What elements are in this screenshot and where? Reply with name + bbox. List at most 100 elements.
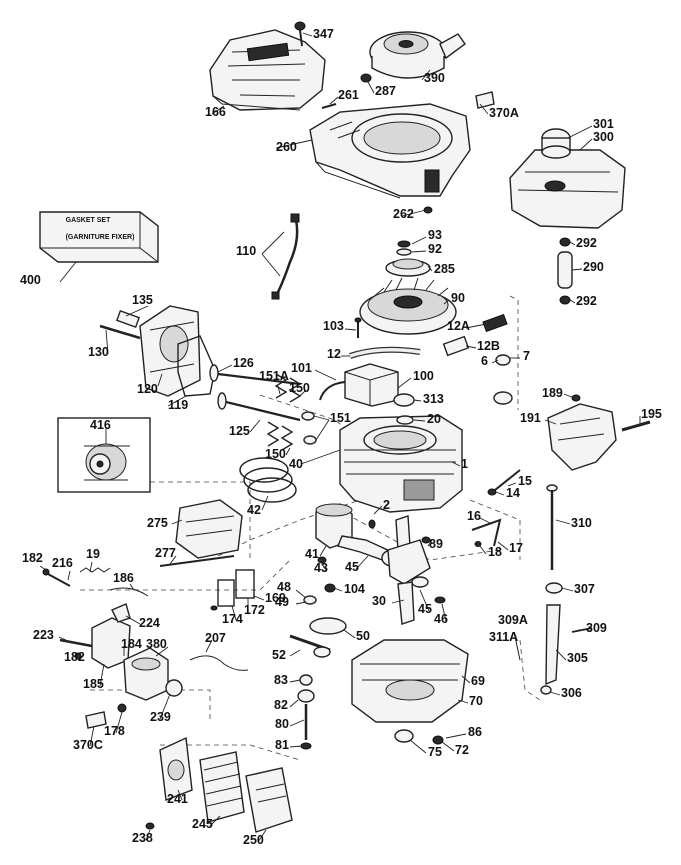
- callout-306: 306: [561, 686, 582, 700]
- callout-72: 72: [455, 743, 469, 757]
- callout-370A: 370A: [489, 106, 519, 120]
- gaskets: [210, 569, 255, 611]
- air-cleaner: [159, 736, 293, 833]
- callout-245: 245: [192, 817, 213, 831]
- callout-290: 290: [583, 260, 604, 274]
- callout-300: 300: [593, 130, 614, 144]
- callout-186: 186: [113, 571, 134, 585]
- crankshaft: [387, 515, 446, 625]
- callout-370C: 370C: [73, 738, 103, 752]
- callout-110: 110: [236, 244, 256, 258]
- hardware: [42, 21, 593, 830]
- callout-126: 126: [233, 356, 254, 370]
- callout-75: 75: [428, 745, 442, 759]
- ignition-wire: [271, 213, 300, 300]
- leader-lines: [39, 32, 641, 843]
- callout-48: 48: [277, 580, 291, 594]
- callout-41: 41: [305, 547, 319, 561]
- callout-45: 45: [418, 602, 432, 616]
- callout-277: 277: [155, 546, 176, 560]
- gasket-set-label: GASKET SET: [66, 217, 111, 224]
- callout-81: 81: [275, 738, 289, 752]
- callout-166: 166: [205, 105, 226, 119]
- callout-49: 49: [275, 595, 289, 609]
- callout-390: 390: [424, 71, 445, 85]
- callout-100: 100: [413, 369, 434, 383]
- gasket-set-box: GASKET SET (GARNITURE FIXER): [39, 211, 159, 263]
- piston-assembly: [239, 457, 403, 567]
- callout-15: 15: [518, 474, 532, 488]
- callout-14: 14: [506, 486, 520, 500]
- callout-241: 241: [167, 792, 188, 806]
- callout-178: 178: [104, 724, 125, 738]
- callout-185: 185: [83, 677, 104, 691]
- callout-16: 16: [467, 509, 481, 523]
- callout-151: 151: [330, 411, 351, 425]
- callout-83: 83: [274, 673, 288, 687]
- muffler: [159, 499, 243, 567]
- callout-287: 287: [375, 84, 396, 98]
- callout-30: 30: [372, 594, 386, 608]
- callout-120: 120: [137, 382, 158, 396]
- callout-103: 103: [323, 319, 344, 333]
- callout-182: 182: [64, 650, 85, 664]
- callout-224: 224: [139, 616, 160, 630]
- callout-12A: 12A: [447, 319, 470, 333]
- callout-20: 20: [427, 412, 441, 426]
- callout-189: 189: [542, 386, 563, 400]
- callout-151A: 151A: [259, 369, 289, 383]
- callout-150: 150: [289, 381, 310, 395]
- blower-housing-cover: [209, 29, 326, 111]
- callout-12: 12: [327, 347, 341, 361]
- callout-125: 125: [229, 424, 250, 438]
- callout-12B: 12B: [477, 339, 500, 353]
- control-bracket: [547, 394, 651, 471]
- callout-119: 119: [168, 398, 188, 412]
- callout-182: 182: [22, 551, 43, 565]
- callout-305: 305: [567, 651, 588, 665]
- callout-40: 40: [289, 457, 303, 471]
- callout-19: 19: [86, 547, 100, 561]
- callout-416: 416: [90, 418, 111, 432]
- carburetor: [59, 617, 183, 701]
- callout-262: 262: [393, 207, 414, 221]
- callout-7: 7: [523, 349, 530, 363]
- recoil-starter: [369, 31, 466, 79]
- fuel-tank: [509, 128, 626, 229]
- callout-347: 347: [313, 27, 334, 41]
- callout-104: 104: [344, 582, 365, 596]
- callout-309: 309: [586, 621, 607, 635]
- cylinder-head: [99, 305, 216, 397]
- callout-380: 380: [146, 637, 167, 651]
- callout-42: 42: [247, 503, 261, 517]
- flywheel: [359, 240, 457, 335]
- callout-1: 1: [461, 457, 468, 471]
- callout-130: 130: [88, 345, 109, 359]
- callout-80: 80: [275, 717, 289, 731]
- dipstick-tube: [540, 484, 563, 695]
- callout-261: 261: [338, 88, 359, 102]
- callout-70: 70: [469, 694, 483, 708]
- callout-313: 313: [423, 392, 444, 406]
- callout-285: 285: [434, 262, 455, 276]
- callout-69: 69: [471, 674, 485, 688]
- callout-239: 239: [150, 710, 171, 724]
- callout-223: 223: [33, 628, 54, 642]
- callout-45: 45: [345, 560, 359, 574]
- callout-310: 310: [571, 516, 592, 530]
- callout-400: 400: [20, 273, 41, 287]
- callout-82: 82: [274, 698, 288, 712]
- cylinder-block: [339, 393, 463, 513]
- callout-50: 50: [356, 629, 370, 643]
- callout-52: 52: [272, 648, 286, 662]
- callout-101: 101: [291, 361, 312, 375]
- callout-191: 191: [520, 411, 541, 425]
- callout-93: 93: [428, 228, 442, 242]
- callout-311A: 311A: [489, 630, 518, 644]
- callout-184: 184: [121, 637, 142, 651]
- callout-309A: 309A: [498, 613, 528, 627]
- ignition-module: [319, 363, 399, 407]
- callout-169: 169: [265, 591, 286, 605]
